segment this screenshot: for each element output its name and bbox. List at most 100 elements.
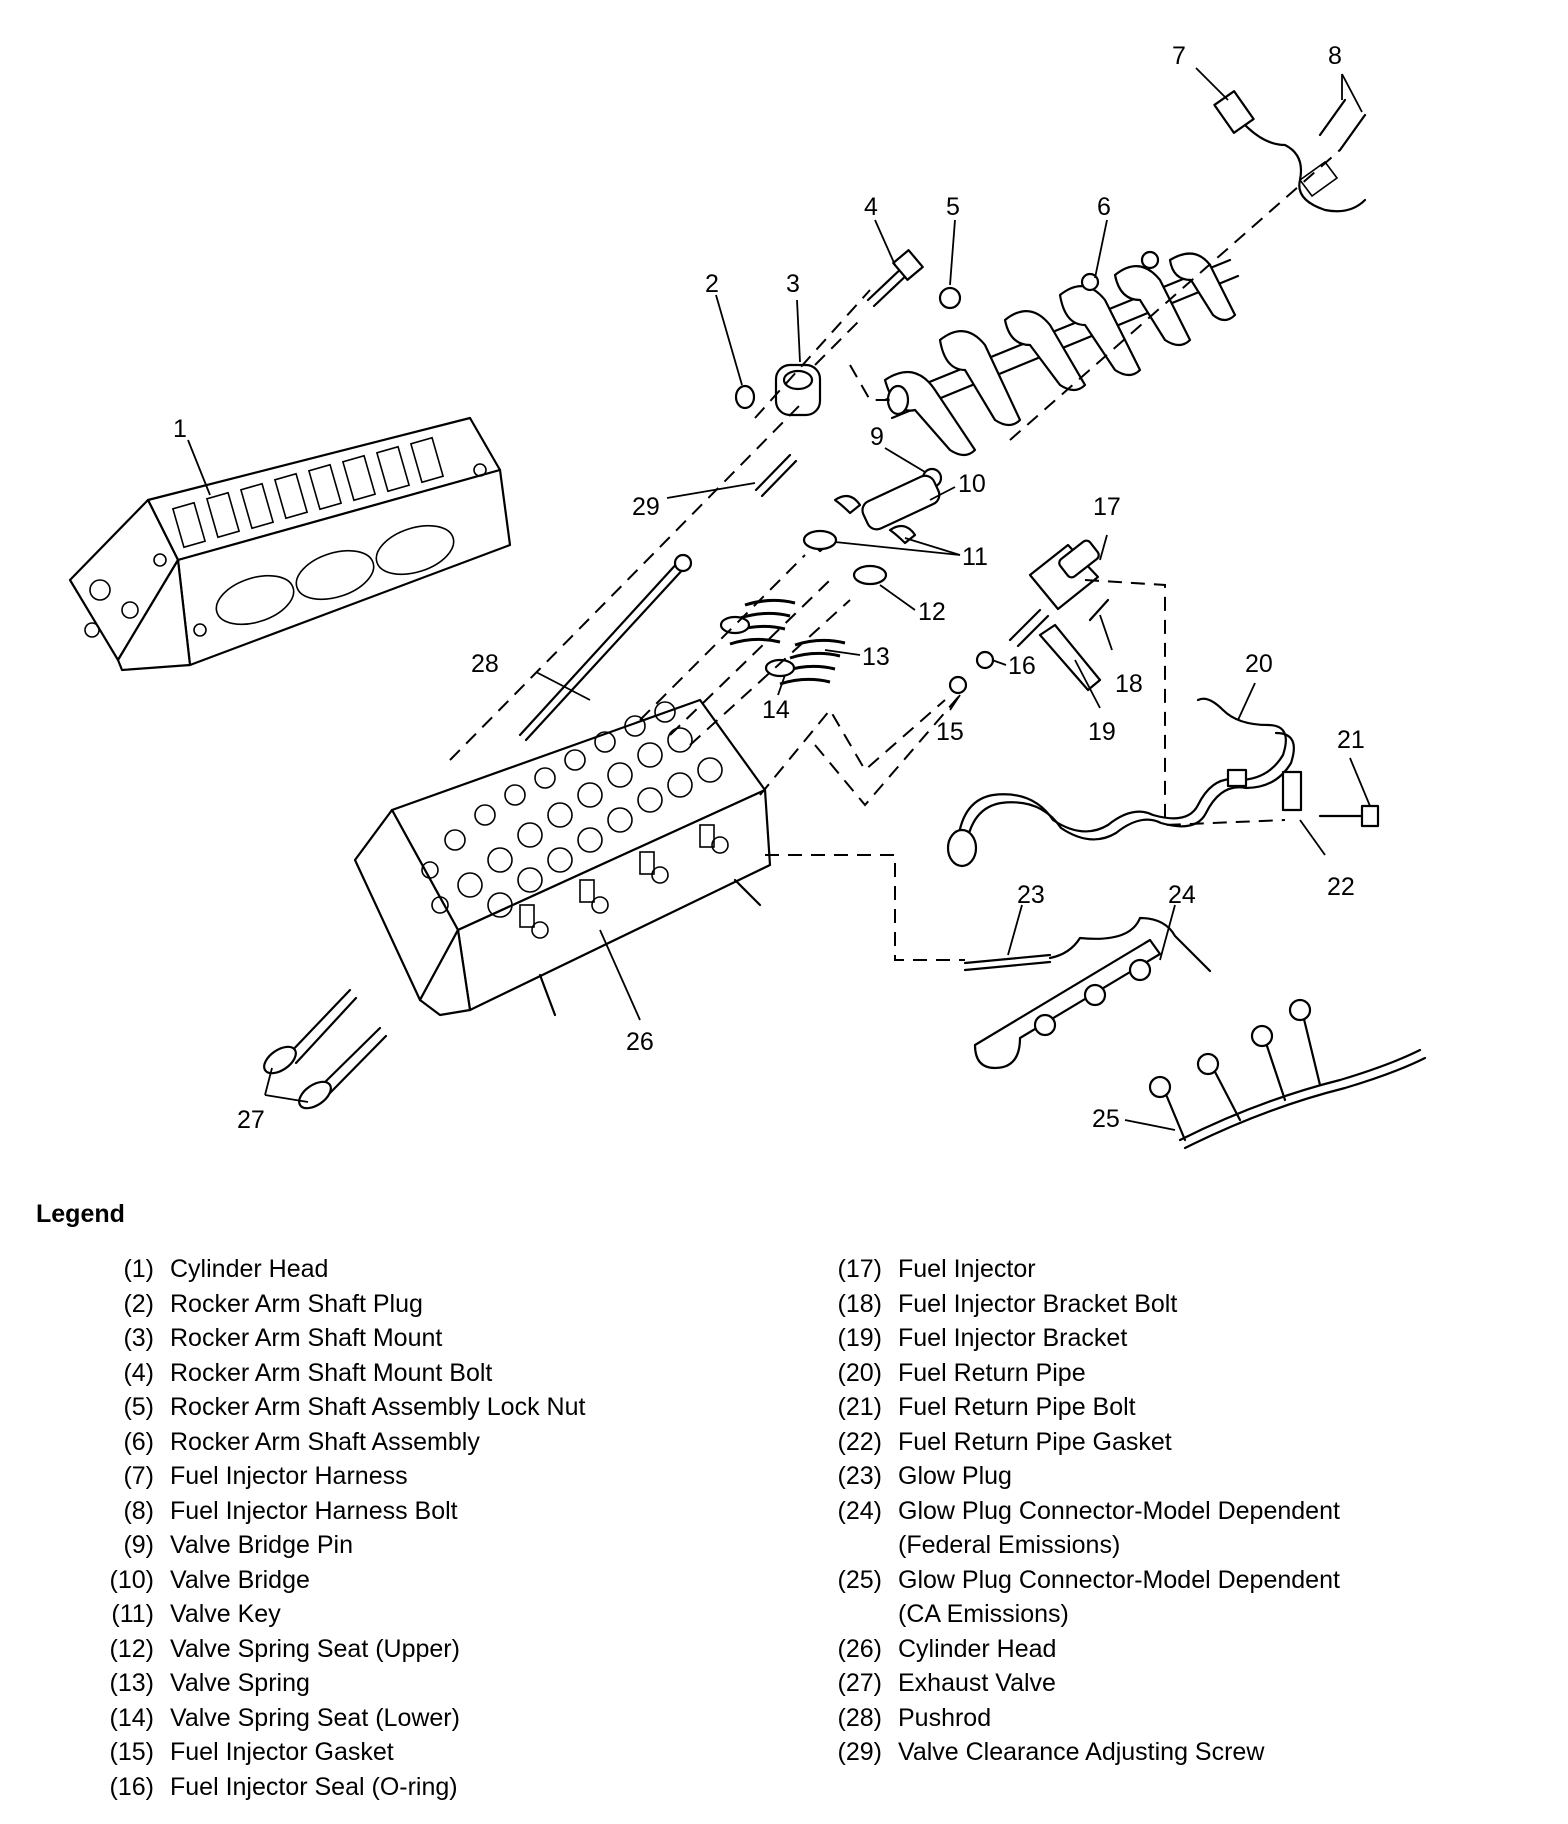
legend-item-number: (21) bbox=[837, 1393, 882, 1421]
glow-plug-drawing bbox=[963, 916, 1427, 1150]
legend-item: (26)Cylinder Head bbox=[808, 1632, 1548, 1667]
legend-item: (24) Glow Plug Connector-Model Dependent … bbox=[808, 1494, 1548, 1563]
legend-item-number: (18) bbox=[837, 1289, 882, 1318]
legend-item-number: (1) bbox=[123, 1255, 154, 1283]
legend-item-label: Valve Bridge bbox=[170, 1565, 310, 1594]
fuel-injector-drawing bbox=[948, 539, 1110, 695]
rocker-arm-shaft-drawing bbox=[883, 250, 1240, 457]
fuel-return-pipe-drawing bbox=[946, 697, 1380, 868]
legend-item-label: Exhaust Valve bbox=[898, 1669, 1056, 1697]
leader-lines bbox=[187, 67, 1371, 1131]
callout-12: 12 bbox=[918, 598, 946, 626]
legend-item-number: (20) bbox=[837, 1358, 882, 1387]
legend-item-number: (9) bbox=[123, 1531, 154, 1559]
callout-numbers: 1 2 3 4 5 6 7 8 9 10 11 12 13 14 15 16 1… bbox=[173, 42, 1365, 1134]
legend-item-number: (25) bbox=[837, 1565, 882, 1594]
exploded-parts-diagram: 1 2 3 4 5 6 7 8 9 10 11 12 13 14 15 16 1… bbox=[68, 42, 1427, 1150]
legend-item: (6) Rocker Arm Shaft Assembly bbox=[80, 1425, 780, 1460]
callout-7: 7 bbox=[1172, 42, 1186, 70]
legend-item-number: (24) bbox=[837, 1496, 882, 1525]
callout-3: 3 bbox=[786, 270, 800, 298]
legend-item: (28)Pushrod bbox=[808, 1701, 1548, 1736]
valve-train-drawing bbox=[719, 467, 943, 686]
legend-item-label: Valve Key bbox=[170, 1600, 281, 1628]
legend-item-number: (15) bbox=[109, 1738, 154, 1766]
legend-item: (22) Fuel Return Pipe Gasket bbox=[808, 1425, 1548, 1460]
legend-item-number: (7) bbox=[123, 1462, 154, 1490]
legend-item-number: (8) bbox=[123, 1496, 154, 1525]
legend-right-column: (17) Fuel Injector (18) Fuel Injector Brac… bbox=[808, 1252, 1548, 1770]
legend-item-label: Fuel Injector Harness Bolt bbox=[170, 1496, 458, 1525]
legend-item-number: (12) bbox=[109, 1634, 154, 1663]
legend-item: (1)Cylinder Head bbox=[80, 1252, 780, 1287]
callout-14: 14 bbox=[762, 696, 790, 724]
legend-item: (27) Exhaust Valve bbox=[808, 1666, 1548, 1701]
callout-9: 9 bbox=[870, 423, 884, 451]
legend-item-label: Fuel Injector bbox=[898, 1255, 1036, 1283]
callout-23: 23 bbox=[1017, 881, 1045, 909]
legend-item-label: Cylinder Head bbox=[898, 1634, 1057, 1663]
legend-item: (7) Fuel Injector Harness bbox=[80, 1459, 780, 1494]
callout-28: 28 bbox=[471, 650, 499, 678]
legend-item-label: Glow Plug Connector-Model Dependent (Fed… bbox=[898, 1496, 1340, 1560]
injector-harness-drawing bbox=[1213, 90, 1367, 213]
callout-18: 18 bbox=[1115, 670, 1143, 698]
legend-item: (12) Valve Spring Seat (Upper) bbox=[80, 1632, 780, 1667]
legend-item: (8) Fuel Injector Harness Bolt bbox=[80, 1494, 780, 1529]
callout-2: 2 bbox=[705, 270, 719, 298]
legend-item: (2) Rocker Arm Shaft Plug bbox=[80, 1287, 780, 1322]
legend-left-column: (1)Cylinder Head (2) Rocker Arm Shaft Plu… bbox=[80, 1252, 780, 1804]
callout-13: 13 bbox=[862, 643, 890, 671]
legend-item-number: (4) bbox=[123, 1358, 154, 1387]
legend-item-label: Rocker Arm Shaft Plug bbox=[170, 1289, 423, 1318]
legend-item-label: Fuel Injector Bracket bbox=[898, 1324, 1128, 1352]
callout-17: 17 bbox=[1093, 493, 1121, 521]
legend-item-number: (5) bbox=[123, 1393, 154, 1421]
legend-item: (5)Rocker Arm Shaft Assembly Lock Nut bbox=[80, 1390, 780, 1425]
legend-item-number: (2) bbox=[123, 1289, 154, 1318]
legend-item: (17) Fuel Injector bbox=[808, 1252, 1548, 1287]
callout-19: 19 bbox=[1088, 718, 1116, 746]
callout-24: 24 bbox=[1168, 881, 1196, 909]
legend-item: (15) Fuel Injector Gasket bbox=[80, 1735, 780, 1770]
legend-item-label: Valve Spring Seat (Upper) bbox=[170, 1634, 460, 1663]
legend-item: (23)Glow Plug bbox=[808, 1459, 1548, 1494]
legend-item-number: (10) bbox=[109, 1565, 154, 1594]
legend-item-label: Fuel Injector Gasket bbox=[170, 1738, 394, 1766]
legend-item-number: (6) bbox=[123, 1427, 154, 1456]
legend-item-label: Fuel Injector Harness bbox=[170, 1462, 408, 1490]
legend-item: (9) Valve Bridge Pin bbox=[80, 1528, 780, 1563]
legend-item: (20) Fuel Return Pipe bbox=[808, 1356, 1548, 1391]
legend-item-number: (11) bbox=[111, 1600, 154, 1628]
legend-item: (21) Fuel Return Pipe Bolt bbox=[808, 1390, 1548, 1425]
legend-item-label: Fuel Return Pipe Bolt bbox=[898, 1393, 1136, 1421]
legend-item-number: (22) bbox=[837, 1427, 882, 1456]
legend-item-number: (19) bbox=[837, 1324, 882, 1352]
callout-27: 27 bbox=[237, 1106, 265, 1134]
callout-15: 15 bbox=[936, 718, 964, 746]
callout-25: 25 bbox=[1092, 1105, 1120, 1133]
callout-5: 5 bbox=[946, 193, 960, 221]
legend-item: (14)Valve Spring Seat (Lower) bbox=[80, 1701, 780, 1736]
legend-item: (10) Valve Bridge bbox=[80, 1563, 780, 1598]
legend-item: (11) Valve Key bbox=[80, 1597, 780, 1632]
legend-item-label: Valve Clearance Adjusting Screw bbox=[898, 1738, 1265, 1766]
legend-item-number: (17) bbox=[837, 1255, 882, 1283]
legend-item-label: Pushrod bbox=[898, 1703, 992, 1732]
callout-4: 4 bbox=[864, 193, 878, 221]
legend-item-label: Fuel Return Pipe Gasket bbox=[898, 1427, 1172, 1456]
callout-29: 29 bbox=[632, 493, 660, 521]
legend-item-number: (29) bbox=[837, 1738, 882, 1766]
legend-item-label: Fuel Return Pipe bbox=[898, 1358, 1086, 1387]
callout-6: 6 bbox=[1097, 193, 1111, 221]
legend-item-label: Rocker Arm Shaft Assembly bbox=[170, 1427, 480, 1456]
legend-item-label: Rocker Arm Shaft Mount bbox=[170, 1324, 443, 1352]
legend-item: (16)Fuel Injector Seal (O-ring) bbox=[80, 1770, 780, 1805]
legend-item-label: Valve Spring bbox=[170, 1669, 310, 1697]
legend-item-label: Valve Bridge Pin bbox=[170, 1531, 353, 1559]
legend-item-number: (27) bbox=[837, 1669, 882, 1697]
legend-item: (25)Glow Plug Connector-Model Dependent … bbox=[808, 1563, 1548, 1632]
legend-item: (29) Valve Clearance Adjusting Screw bbox=[808, 1735, 1548, 1770]
legend-item-label: Glow Plug bbox=[898, 1462, 1012, 1490]
callout-1: 1 bbox=[173, 415, 187, 443]
